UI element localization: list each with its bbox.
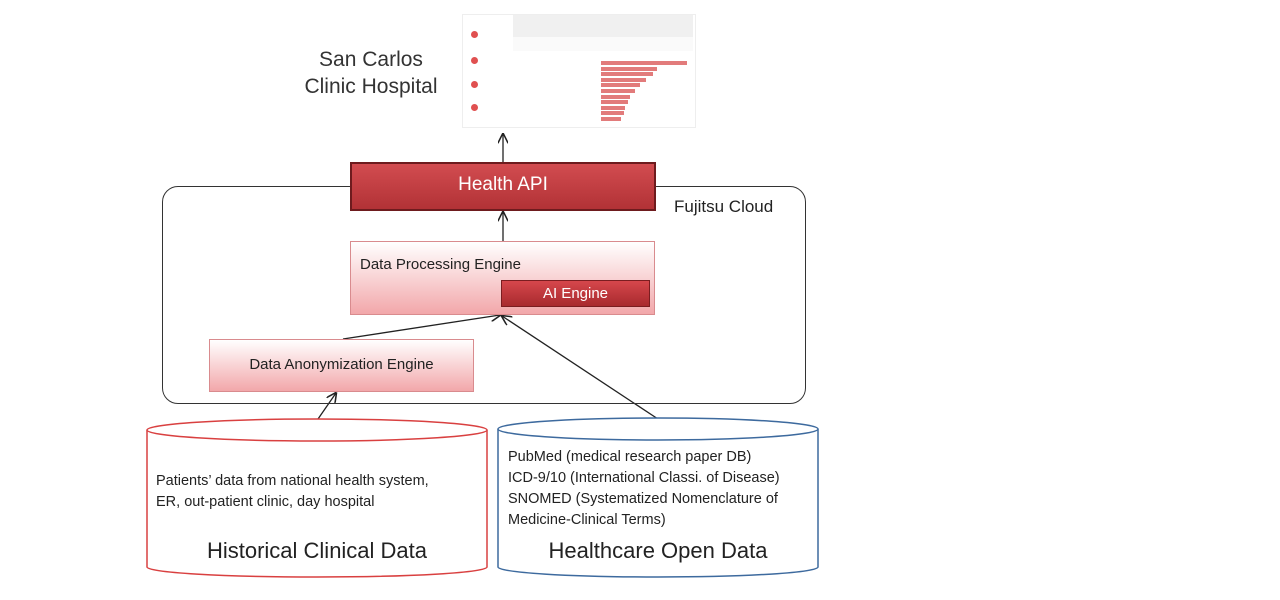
dashboard-bar bbox=[601, 94, 630, 99]
health-api-label: Health API bbox=[458, 174, 548, 195]
dashboard-main bbox=[513, 15, 693, 127]
historical-data-title: Historical Clinical Data bbox=[206, 538, 428, 563]
dashboard-bar bbox=[601, 77, 646, 82]
open-data-line: PubMed (medical research paper DB) bbox=[508, 449, 752, 465]
data-anonymization-engine-box bbox=[209, 339, 474, 392]
dashboard-bar bbox=[601, 61, 687, 65]
alert-dot-icon bbox=[471, 81, 478, 88]
dashboard-bar bbox=[601, 117, 621, 121]
dashboard-sidebar bbox=[465, 17, 509, 125]
open-data-cylinder bbox=[497, 417, 819, 578]
open-data-line: ICD-9/10 (International Classi. of Disea… bbox=[508, 470, 780, 486]
dashboard-bar bbox=[601, 66, 657, 71]
dashboard-bar bbox=[601, 89, 636, 93]
historical-data-description: Patients’ data from national health syst… bbox=[156, 471, 486, 513]
data-processing-engine-label: Data Processing Engine bbox=[360, 256, 521, 273]
alert-dot-icon bbox=[471, 31, 478, 38]
arrow-anon-to-engine bbox=[342, 315, 500, 340]
historical-data-line: Patients’ data from national health syst… bbox=[156, 473, 429, 489]
health-api-box bbox=[350, 162, 656, 211]
dashboard-bar bbox=[601, 111, 624, 116]
dashboard-tab-bar bbox=[513, 37, 693, 51]
dashboard-sidebar-item bbox=[467, 29, 509, 41]
open-data-line: Medicine-Clinical Terms) bbox=[508, 512, 666, 528]
alert-dot-icon bbox=[471, 104, 478, 111]
arrow-historical-to-anon bbox=[317, 393, 336, 420]
dashboard-screenshot bbox=[462, 14, 696, 128]
hospital-label-line1: San Carlos bbox=[319, 48, 423, 71]
dashboard-sidebar-item bbox=[467, 102, 509, 114]
open-data-line: SNOMED (Systematized Nomenclature of bbox=[508, 491, 778, 507]
ai-engine-box bbox=[501, 280, 650, 307]
dashboard-header bbox=[513, 15, 693, 37]
ai-engine-label: AI Engine bbox=[542, 285, 609, 302]
dashboard-bar bbox=[601, 100, 628, 105]
dashboard-sidebar-item bbox=[467, 55, 509, 67]
dashboard-bar bbox=[601, 83, 640, 88]
dashboard-bar bbox=[601, 72, 654, 77]
open-data-title: Healthcare Open Data bbox=[548, 538, 768, 563]
alert-dot-icon bbox=[471, 57, 478, 64]
dashboard-sidebar-item bbox=[467, 79, 509, 91]
arrow-open-data-to-engine bbox=[502, 316, 659, 420]
data-anonymization-engine-label: Data Anonymization Engine bbox=[249, 356, 434, 373]
hospital-label: San Carlos Clinic Hospital bbox=[296, 46, 446, 100]
historical-data-line: ER, out-patient clinic, day hospital bbox=[156, 494, 375, 510]
open-data-description: PubMed (medical research paper DB) ICD-9… bbox=[508, 447, 813, 531]
historical-data-cylinder bbox=[146, 418, 488, 578]
fujitsu-cloud-label: Fujitsu Cloud bbox=[674, 197, 774, 216]
dashboard-bar bbox=[601, 105, 626, 110]
hospital-label-line2: Clinic Hospital bbox=[304, 75, 438, 98]
